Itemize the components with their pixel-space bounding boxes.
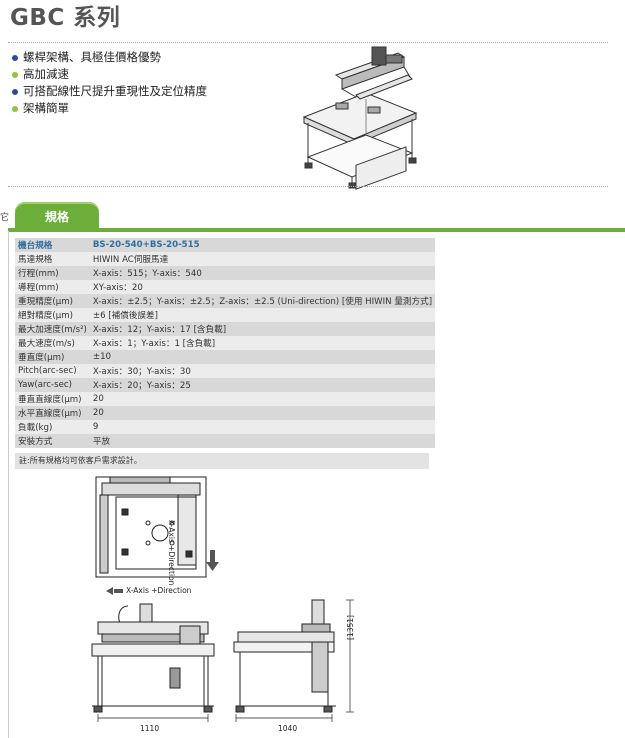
spec-value: 20	[89, 392, 436, 406]
top-view-drawing	[95, 476, 219, 578]
front-view-label-text: X-Axis +Direction	[126, 586, 192, 595]
spec-key: Pitch(arc-sec)	[15, 364, 90, 378]
spec-key: 最大速度(m/s)	[15, 336, 90, 350]
spec-value: X-axis：515；Y-axis：540	[89, 266, 436, 280]
spec-value: HIWIN AC伺服馬達	[89, 252, 436, 266]
bullet-icon	[12, 54, 18, 61]
feature-text: 可搭配線性尺提升重現性及定位精度	[23, 84, 207, 98]
spec-note: 註:所有規格均可依客戶需求設計。	[15, 453, 429, 469]
feature-item: 螺桿架構、具極佳價格優勢	[12, 49, 207, 66]
page-title: GBC 系列	[10, 5, 121, 31]
spec-row: 最大加速度(m/s²)X-axis：12；Y-axis：17 [含負載]	[15, 322, 436, 336]
spec-key: 安裝方式	[15, 434, 90, 448]
bullet-icon	[12, 105, 18, 112]
spec-key: 負載(kg)	[15, 420, 90, 434]
bullet-icon	[12, 71, 18, 78]
arrow-shaft	[114, 588, 123, 593]
spec-row: 行程(mm)X-axis：515；Y-axis：540	[15, 266, 436, 280]
feature-list: 螺桿架構、具極佳價格優勢 高加減速 可搭配線性尺提升重現性及定位精度 架構簡單	[12, 49, 207, 117]
tab-underline	[8, 228, 625, 232]
spec-value: X-axis：12；Y-axis：17 [含負載]	[89, 322, 436, 336]
spec-row: 重現精度(μm)X-axis：±2.5；Y-axis：±2.5；Z-axis：±…	[15, 294, 436, 308]
feature-item: 高加減速	[12, 66, 207, 83]
side-width-dimension: 1040	[278, 724, 298, 733]
front-view-drawing	[91, 603, 215, 722]
spec-row: 絕對精度(μm)±6 [補償後誤差]	[15, 308, 436, 322]
feature-item: 架構簡單	[12, 100, 207, 117]
feature-text: 高加減速	[23, 67, 69, 81]
spec-value: 20	[89, 406, 436, 420]
spec-key: 馬達規格	[15, 252, 90, 266]
spec-key: 垂直度(μm)	[15, 350, 90, 364]
spec-value: BS-20-540+BS-20-515	[89, 238, 436, 252]
spec-value: X-axis：30；Y-axis：30	[89, 364, 436, 378]
machine-product-image	[302, 46, 418, 190]
spec-row: 垂直度(μm)±10	[15, 350, 436, 364]
spec-key: 重現精度(μm)	[15, 294, 90, 308]
feature-item: 可搭配線性尺提升重現性及定位精度	[12, 83, 207, 100]
spec-row: 導程(mm)XY-axis：20	[15, 280, 436, 294]
spec-row: Pitch(arc-sec)X-axis：30；Y-axis：30	[15, 364, 436, 378]
side-height-dimension: [1351]	[346, 615, 355, 640]
spec-key: 導程(mm)	[15, 280, 90, 294]
bullet-icon	[12, 88, 18, 95]
spec-row: 最大速度(m/s)X-axis：1；Y-axis：1 [含負載]	[15, 336, 436, 350]
spec-key: Yaw(arc-sec)	[15, 378, 90, 392]
feature-text: 架構簡單	[23, 101, 69, 115]
spec-key: 機台規格	[15, 238, 90, 252]
spec-row: 安裝方式平放	[15, 434, 436, 448]
spec-row: 垂直直線度(μm)20	[15, 392, 436, 406]
spec-key: 行程(mm)	[15, 266, 90, 280]
front-view-axis-label: X-Axis +Direction	[106, 586, 191, 595]
spec-key: 水平直線度(μm)	[15, 406, 90, 420]
divider	[8, 186, 608, 187]
spec-row: 水平直線度(μm)20	[15, 406, 436, 420]
spec-value: X-axis：1；Y-axis：1 [含負載]	[89, 336, 436, 350]
spec-value: X-axis：20；Y-axis：25	[89, 378, 436, 392]
front-width-dimension: 1110	[140, 724, 160, 733]
side-view-drawing	[233, 599, 354, 722]
spec-value: ±6 [補償後誤差]	[89, 308, 436, 322]
spec-value: 平放	[89, 434, 436, 448]
spec-value: ±10	[89, 350, 436, 364]
spec-key: 垂直直線度(μm)	[15, 392, 90, 406]
content-panel	[8, 231, 625, 738]
spec-row: Yaw(arc-sec)X-axis：20；Y-axis：25	[15, 378, 436, 392]
spec-value: X-axis：±2.5；Y-axis：±2.5；Z-axis：±2.5 (Uni…	[89, 294, 436, 308]
edge-text: 它	[0, 213, 10, 223]
tab-specs[interactable]: 規格	[15, 202, 99, 230]
divider	[8, 42, 608, 43]
spec-value: XY-axis：20	[89, 280, 436, 294]
spec-value: 9	[89, 420, 436, 434]
top-view-axis-label: X-Axis +Direction	[167, 520, 176, 586]
tab-bar: 規格	[8, 202, 625, 232]
spec-key: 絕對精度(μm)	[15, 308, 90, 322]
feature-text: 螺桿架構、具極佳價格優勢	[23, 50, 161, 64]
arrow-left-icon	[106, 586, 113, 595]
spec-row: 負載(kg)9	[15, 420, 436, 434]
spec-key: 最大加速度(m/s²)	[15, 322, 90, 336]
